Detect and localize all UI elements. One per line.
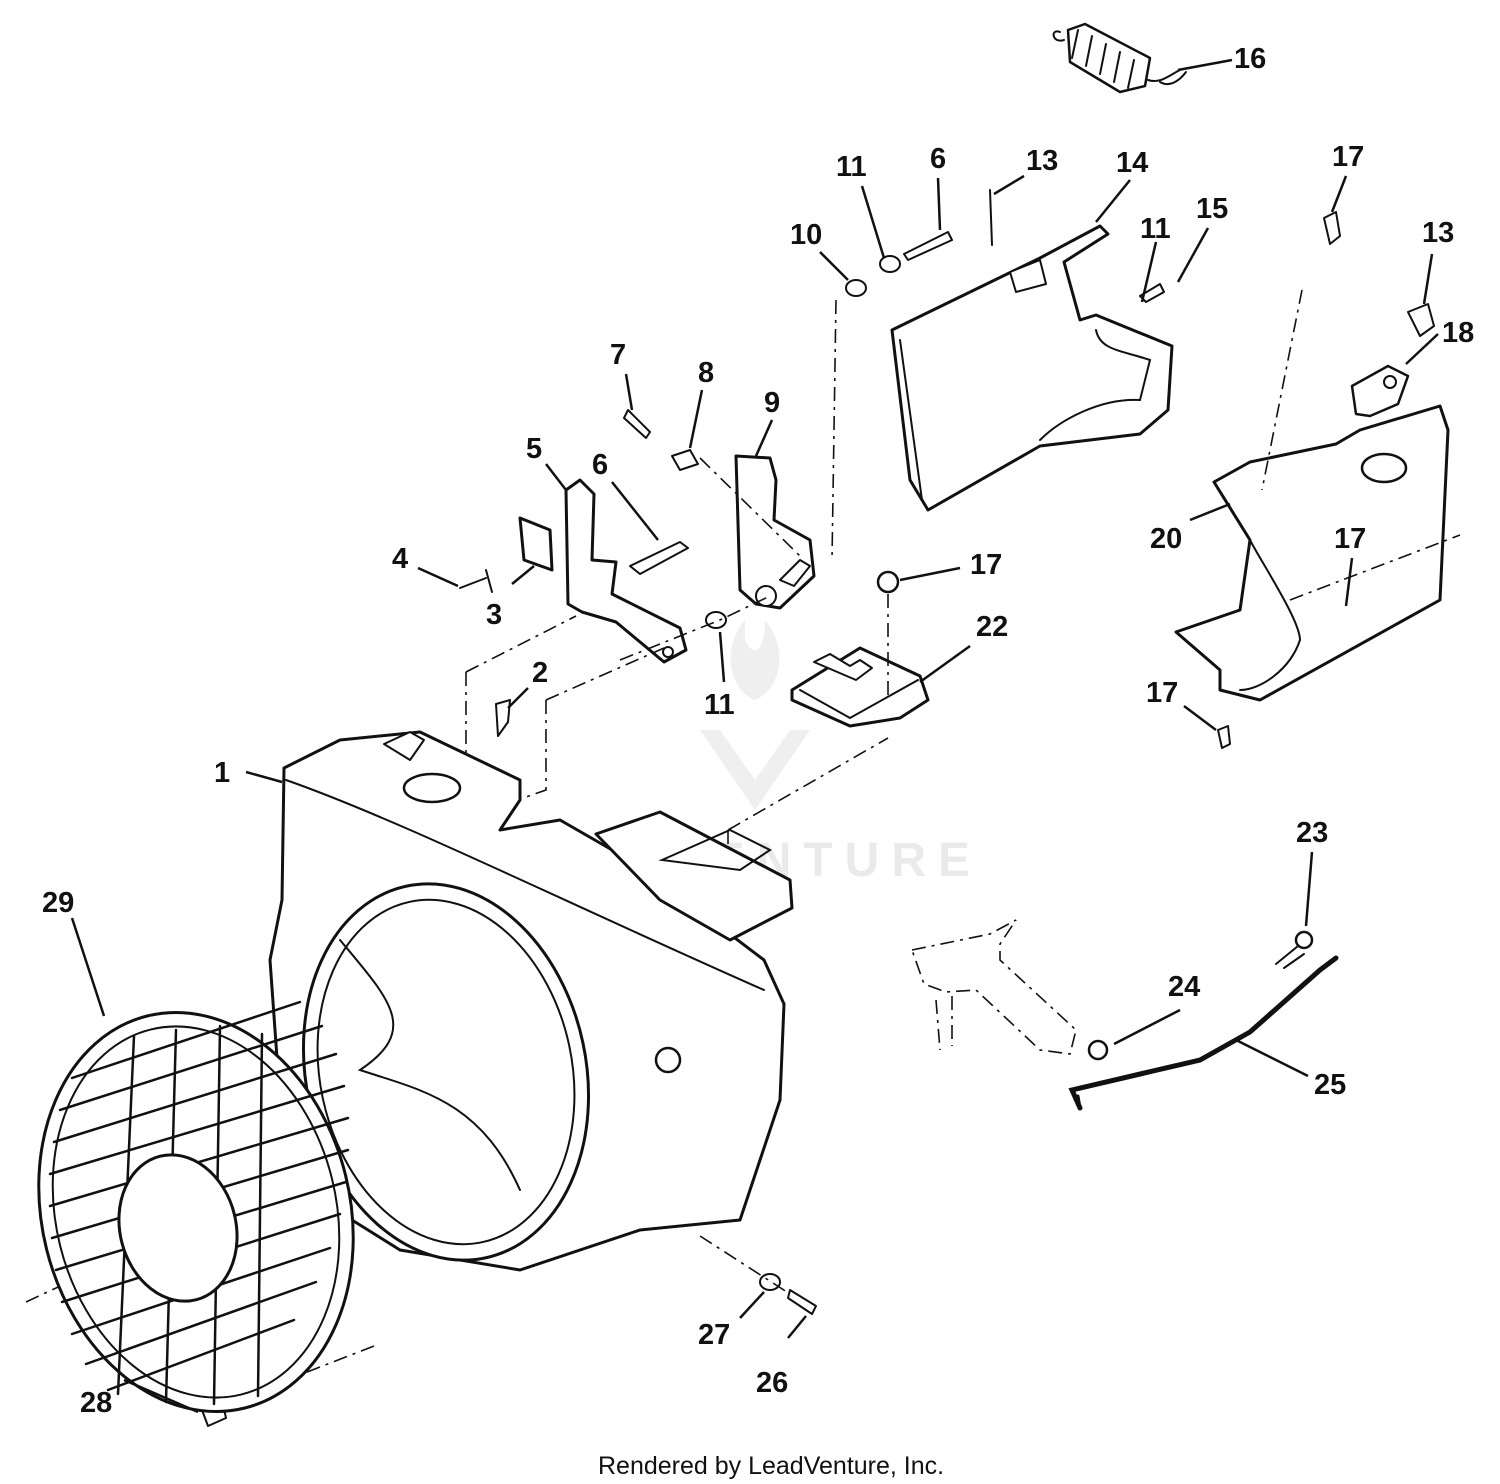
part-3-bracket [459, 516, 554, 593]
callout-1: 1 [214, 757, 230, 789]
callout-13-right: 13 [1422, 217, 1454, 249]
callout-6-upper: 6 [930, 143, 946, 175]
callout-17-bottom: 17 [1146, 677, 1178, 709]
callout-11-lower: 11 [704, 689, 735, 721]
callout-2: 2 [532, 657, 548, 689]
part-20-side-shroud [1174, 289, 1461, 702]
callout-27: 27 [698, 1319, 730, 1351]
callout-labels: 1 2 3 4 5 6 6 7 8 9 10 11 11 11 13 13 14… [42, 43, 1474, 1419]
callout-25: 25 [1314, 1069, 1346, 1101]
leader-lines [70, 58, 1439, 1414]
callout-4: 4 [392, 543, 408, 575]
part-5-bracket [564, 478, 689, 664]
callout-18: 18 [1442, 317, 1474, 349]
small-hardware [201, 211, 1341, 1427]
callout-29: 29 [42, 887, 74, 919]
callout-28: 28 [80, 1387, 112, 1419]
part-9-bracket [734, 454, 816, 610]
callout-6-lower: 6 [592, 449, 608, 481]
callout-13-left: 13 [1026, 145, 1058, 177]
footer-credit: Rendered by LeadVenture, Inc. [598, 1452, 944, 1480]
callout-14: 14 [1116, 147, 1148, 179]
callout-17-right: 17 [1334, 523, 1366, 555]
part-16-spring [1052, 22, 1187, 94]
callout-23: 23 [1296, 817, 1328, 849]
callout-26: 26 [756, 1367, 788, 1399]
callout-11-upper-right: 11 [1140, 213, 1171, 245]
throttle-lever-outline [910, 919, 1077, 1055]
callout-20: 20 [1150, 523, 1182, 555]
part-14-upper-shroud [890, 189, 1174, 512]
callout-3: 3 [486, 599, 502, 631]
part-22-regulator [790, 570, 930, 728]
callout-5: 5 [526, 433, 542, 465]
callout-9: 9 [764, 387, 780, 419]
callout-22: 22 [976, 611, 1008, 643]
callout-17-top: 17 [1332, 141, 1364, 173]
callout-11-upper-left: 11 [836, 151, 867, 183]
callout-15: 15 [1196, 193, 1228, 225]
callout-17-regulator: 17 [970, 549, 1002, 581]
part-29-grille-screen [37, 1000, 355, 1414]
callout-7: 7 [610, 339, 626, 371]
part-1-blower-housing [268, 730, 794, 1272]
part-25-link [1068, 930, 1339, 1111]
callout-24: 24 [1168, 971, 1200, 1003]
callout-10: 10 [790, 219, 822, 251]
callout-8: 8 [698, 357, 714, 389]
callout-16: 16 [1234, 43, 1266, 75]
